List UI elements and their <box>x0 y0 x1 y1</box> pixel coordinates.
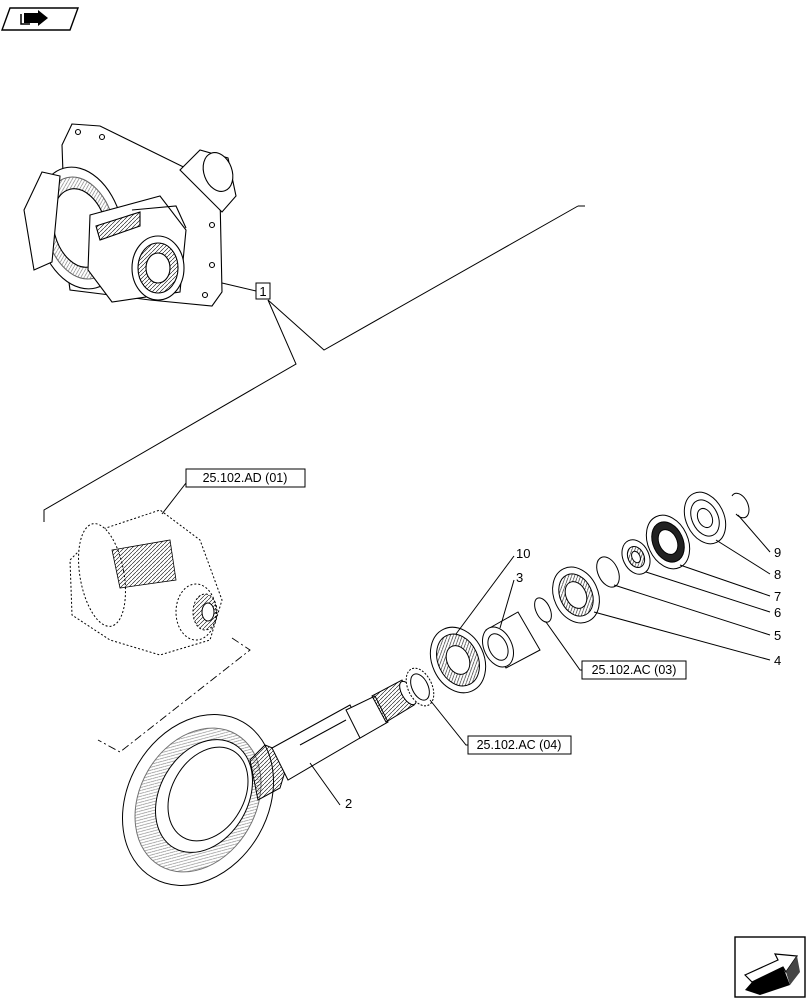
svg-text:25.102.AC (03): 25.102.AC (03) <box>592 663 677 677</box>
differential-housing-assembly <box>23 123 237 307</box>
ref-label-bearing-03[interactable]: 25.102.AC (03) <box>545 621 687 680</box>
shim-washer <box>405 667 435 707</box>
part-number-9[interactable]: 9 <box>737 514 781 560</box>
previous-page-arrow-icon[interactable] <box>1 7 79 31</box>
spacer-sleeve <box>482 611 541 669</box>
assembly-group-leader-lines <box>43 205 585 522</box>
snap-ring <box>731 492 750 519</box>
svg-text:25.102.AC (04): 25.102.AC (04) <box>477 738 562 752</box>
svg-text:9: 9 <box>774 545 781 560</box>
part-number-6[interactable]: 6 <box>645 571 781 620</box>
item-callout-1[interactable]: 1 <box>221 282 271 300</box>
svg-text:3: 3 <box>516 570 523 585</box>
part-number-5[interactable]: 5 <box>613 584 781 643</box>
part-number-7[interactable]: 7 <box>679 564 781 604</box>
retaining-ring <box>534 597 552 623</box>
next-page-arrow-icon[interactable] <box>734 936 806 998</box>
part-number-8[interactable]: 8 <box>715 539 781 582</box>
circlip <box>596 556 620 588</box>
svg-text:10: 10 <box>516 546 530 561</box>
alignment-centerline <box>97 637 251 753</box>
part-number-10[interactable]: 10 <box>455 546 530 635</box>
svg-text:1: 1 <box>259 284 266 299</box>
lock-nut <box>621 539 651 575</box>
svg-text:25.102.AD (01): 25.102.AD (01) <box>203 471 288 485</box>
oil-seal <box>645 514 691 570</box>
svg-text:2: 2 <box>345 796 352 811</box>
svg-text:8: 8 <box>774 567 781 582</box>
flat-washer <box>683 491 727 545</box>
svg-text:7: 7 <box>774 589 781 604</box>
svg-text:6: 6 <box>774 605 781 620</box>
taper-roller-bearing <box>429 626 487 694</box>
ref-label-shim-04[interactable]: 25.102.AC (04) <box>429 699 572 755</box>
part-number-2[interactable]: 2 <box>309 762 352 811</box>
ring-gear <box>122 714 274 886</box>
part-number-4[interactable]: 4 <box>593 611 781 668</box>
part-number-3[interactable]: 3 <box>499 570 523 629</box>
differential-carrier <box>69 509 223 656</box>
pinion-shaft <box>249 679 417 801</box>
svg-text:5: 5 <box>774 628 781 643</box>
ball-bearing <box>552 566 600 624</box>
ref-label-differential[interactable]: 25.102.AD (01) <box>161 468 306 515</box>
svg-text:4: 4 <box>774 653 781 668</box>
